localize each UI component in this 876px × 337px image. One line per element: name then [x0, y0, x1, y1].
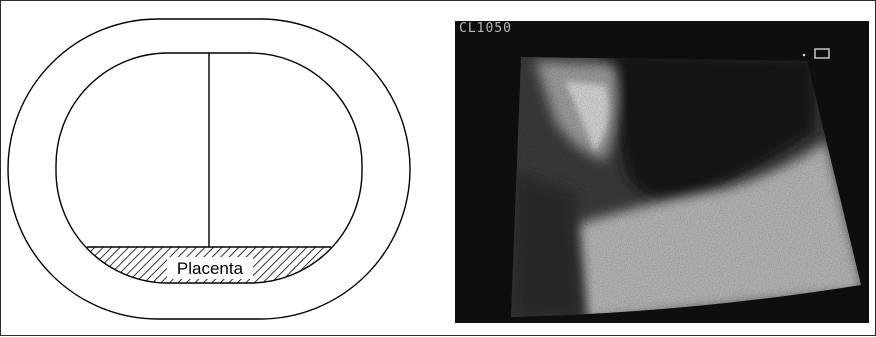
placenta-label: Placenta: [177, 259, 244, 278]
ultrasound-image: CL1050: [455, 21, 869, 323]
rectangle-marker-icon: [815, 49, 829, 58]
ultrasound-scan: [455, 21, 869, 323]
ultrasound-overlay-text: CL1050: [459, 21, 512, 36]
marker-dot: [803, 54, 806, 57]
placenta-diagram: Placenta: [1, 1, 441, 337]
